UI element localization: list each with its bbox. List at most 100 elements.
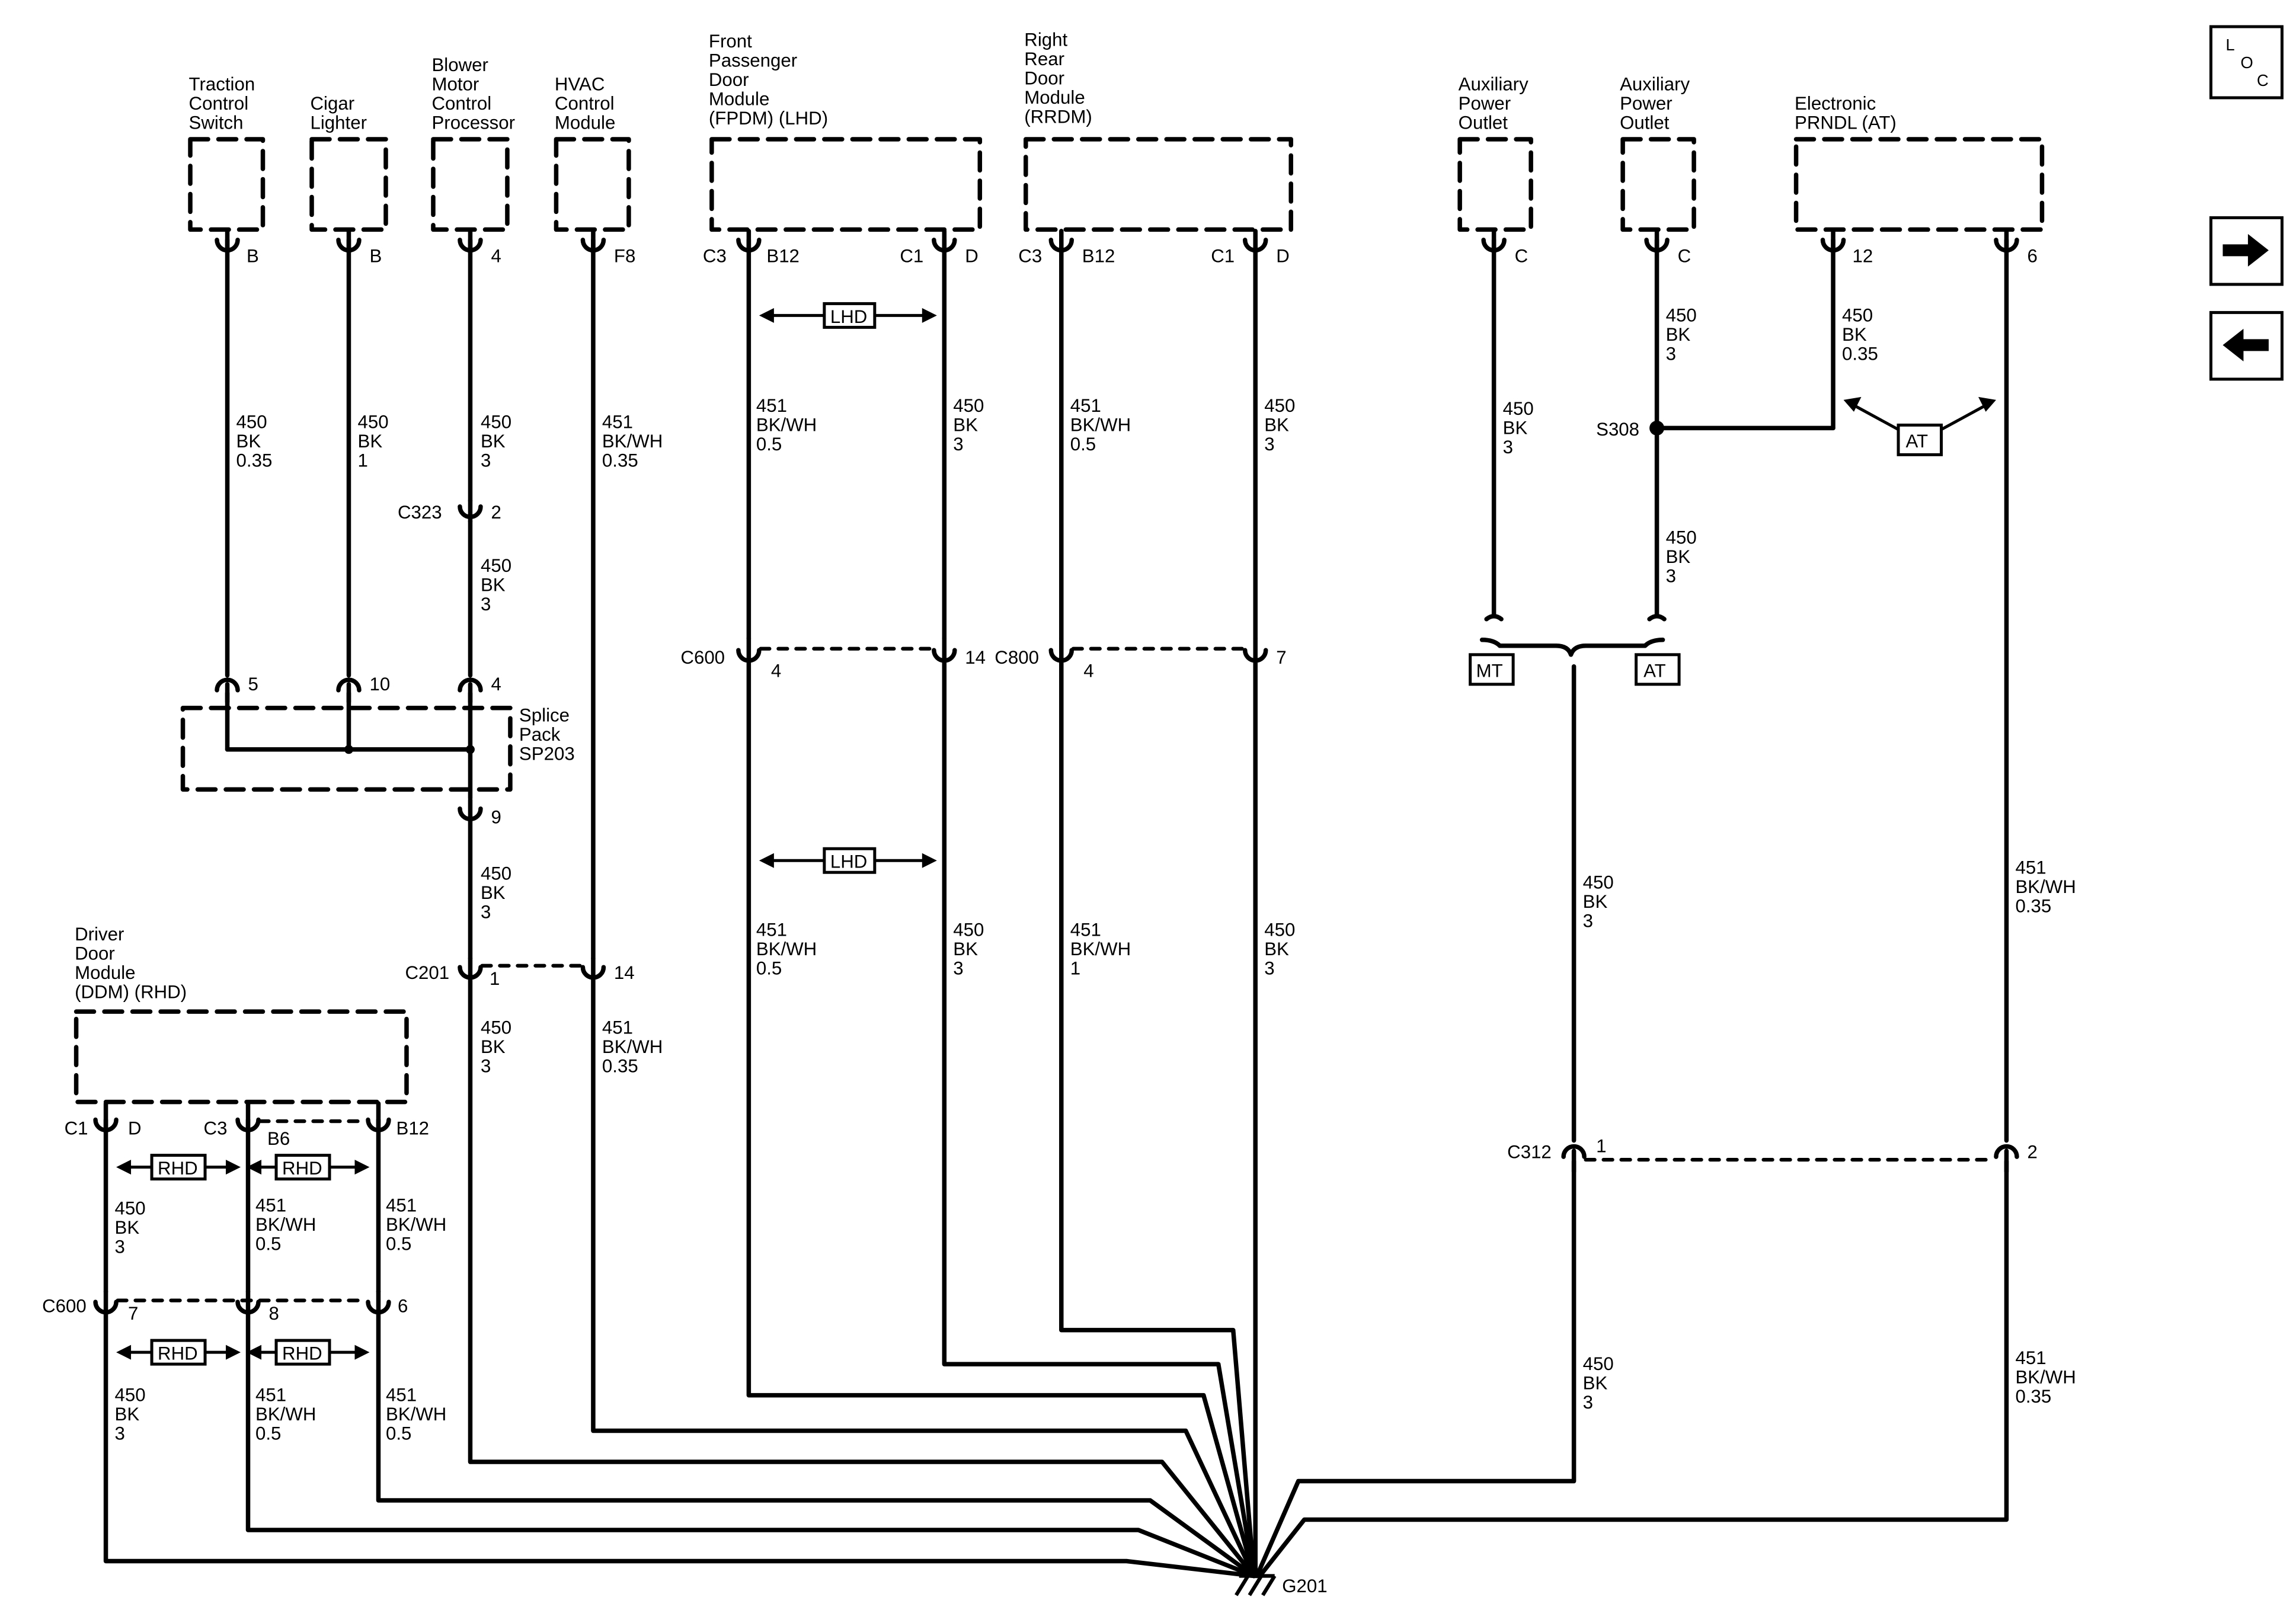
pin-label: B (369, 245, 382, 266)
rhd-tag: RHD (282, 1158, 322, 1179)
hvac-box (554, 137, 631, 232)
ground-id: G201 (1282, 1576, 1327, 1596)
rhd-tag: RHD (158, 1343, 198, 1364)
s308-splice-dot (1649, 420, 1665, 436)
pin-label: 7 (128, 1303, 138, 1324)
pin-label: 9 (491, 807, 501, 828)
pin-label: D (1276, 245, 1290, 266)
svg-text:L: L (2225, 36, 2234, 54)
aux-outlet-1-box (1457, 137, 1533, 232)
pin-label: 7 (1276, 647, 1286, 668)
pin-label: C1 (900, 245, 923, 266)
connector-id: C800 (994, 647, 1039, 668)
connector-id: C312 (1507, 1142, 1552, 1163)
pin-label: 2 (2027, 1142, 2037, 1163)
pin-label: B6 (267, 1128, 290, 1149)
pin-label: D (128, 1118, 142, 1139)
pin-label: C3 (1018, 245, 1042, 266)
at-tag: AT (1643, 660, 1666, 681)
pin-label: 10 (369, 674, 390, 694)
mt-tag: MT (1476, 660, 1503, 681)
pin-label: 1 (490, 968, 500, 989)
pin-label: D (965, 245, 978, 266)
pin-label: 4 (491, 674, 501, 694)
pin-label: C (1515, 245, 1528, 266)
connector-terminals (93, 229, 2019, 1315)
prndl-box (1793, 137, 2045, 232)
rhd-tag: RHD (158, 1158, 198, 1179)
arrow-left-icon[interactable] (2223, 328, 2269, 361)
connector-id: C323 (398, 502, 442, 523)
splice-id: S308 (1596, 419, 1639, 440)
arrow-heads (116, 308, 1996, 1360)
pin-label: C3 (204, 1118, 228, 1139)
connector-id: C600 (680, 647, 725, 668)
rhd-tag: RHD (282, 1343, 322, 1364)
at-tag: AT (1906, 431, 1929, 452)
pin-label: 1 (1596, 1136, 1606, 1157)
pin-label: B12 (1082, 245, 1115, 266)
aux-outlet-2-box (1620, 137, 1696, 232)
option-arrows (122, 313, 1992, 1354)
connector-id: C600 (42, 1296, 87, 1317)
pin-label: C (1678, 245, 1691, 266)
pin-label: C1 (1211, 245, 1235, 266)
pin-label: 4 (771, 660, 781, 681)
loc-button-frame[interactable] (2209, 25, 2284, 100)
pin-label: C1 (65, 1118, 88, 1139)
traction-control-box (188, 137, 266, 232)
rrdm-box (1024, 137, 1293, 232)
pin-label: B12 (396, 1118, 429, 1139)
ground-symbol (1235, 1574, 1277, 1596)
pin-label: 8 (269, 1303, 279, 1324)
lhd-tag: LHD (830, 306, 867, 327)
loc-button[interactable]: L O C (2225, 36, 2268, 89)
pin-label: F8 (614, 245, 635, 266)
wires (103, 238, 2009, 1579)
pin-label: 5 (248, 674, 258, 694)
svg-text:O: O (2240, 53, 2253, 72)
pin-label: 6 (398, 1296, 408, 1317)
blower-motor-box (431, 137, 510, 232)
pin-label: B (247, 245, 259, 266)
arrow-right-icon[interactable] (2223, 233, 2269, 267)
pin-label: 12 (1853, 245, 1873, 266)
pin-label: B12 (766, 245, 800, 266)
pin-label: C3 (703, 245, 727, 266)
pin-label: 6 (2027, 245, 2037, 266)
cigar-lighter-box (309, 137, 388, 232)
